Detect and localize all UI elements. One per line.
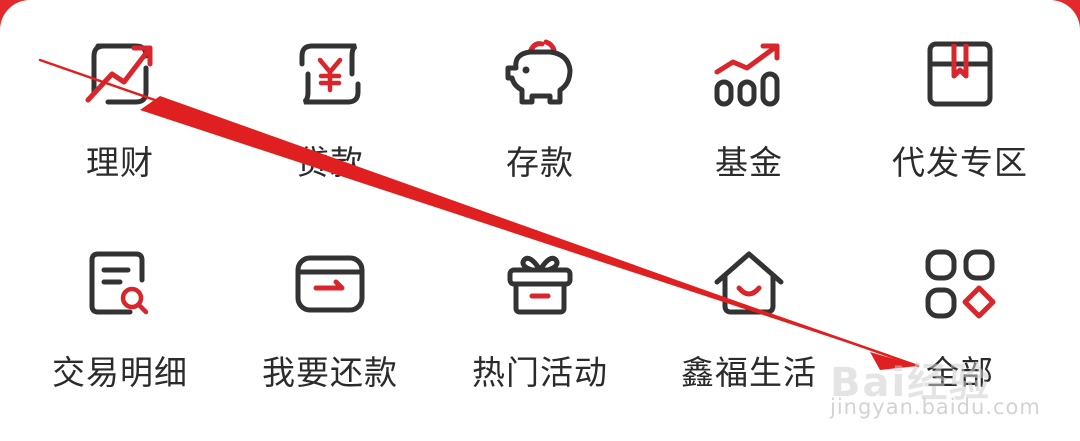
menu-item-finance[interactable]: 理财	[12, 0, 228, 210]
transaction-search-icon	[89, 251, 149, 315]
menu-item-all[interactable]: 全部	[852, 210, 1068, 420]
menu-item-label: 鑫福生活	[681, 353, 817, 392]
payroll-box-icon	[927, 41, 993, 107]
menu-item-label: 全部	[926, 353, 994, 392]
menu-item-label: 基金	[715, 143, 783, 182]
piggy-bank-icon	[505, 39, 573, 105]
menu-item-label: 热门活动	[472, 353, 608, 392]
menu-item-loan[interactable]: 贷款	[222, 0, 438, 210]
menu-item-repay[interactable]: 我要还款	[222, 210, 438, 420]
menu-item-label: 代发专区	[892, 143, 1028, 182]
menu-item-deposit[interactable]: 存款	[432, 0, 648, 210]
finance-chart-icon	[85, 43, 153, 105]
menu-item-transactions[interactable]: 交易明细	[12, 210, 228, 420]
menu-item-activities[interactable]: 热门活动	[432, 210, 648, 420]
loan-yuan-icon	[299, 43, 361, 105]
menu-item-label: 交易明细	[52, 353, 188, 392]
fund-growth-icon	[714, 43, 780, 107]
repayment-card-icon	[295, 255, 365, 313]
all-apps-icon	[925, 249, 996, 319]
menu-item-label: 存款	[506, 143, 574, 182]
menu-item-payroll[interactable]: 代发专区	[852, 0, 1068, 210]
menu-item-label: 贷款	[296, 143, 364, 182]
menu-item-fund[interactable]: 基金	[641, 0, 857, 210]
menu-item-label: 我要还款	[262, 353, 398, 392]
menu-item-life[interactable]: 鑫福生活	[641, 210, 857, 420]
gift-box-icon	[507, 255, 573, 315]
menu-item-label: 理财	[86, 143, 154, 182]
house-smile-icon	[714, 251, 784, 315]
